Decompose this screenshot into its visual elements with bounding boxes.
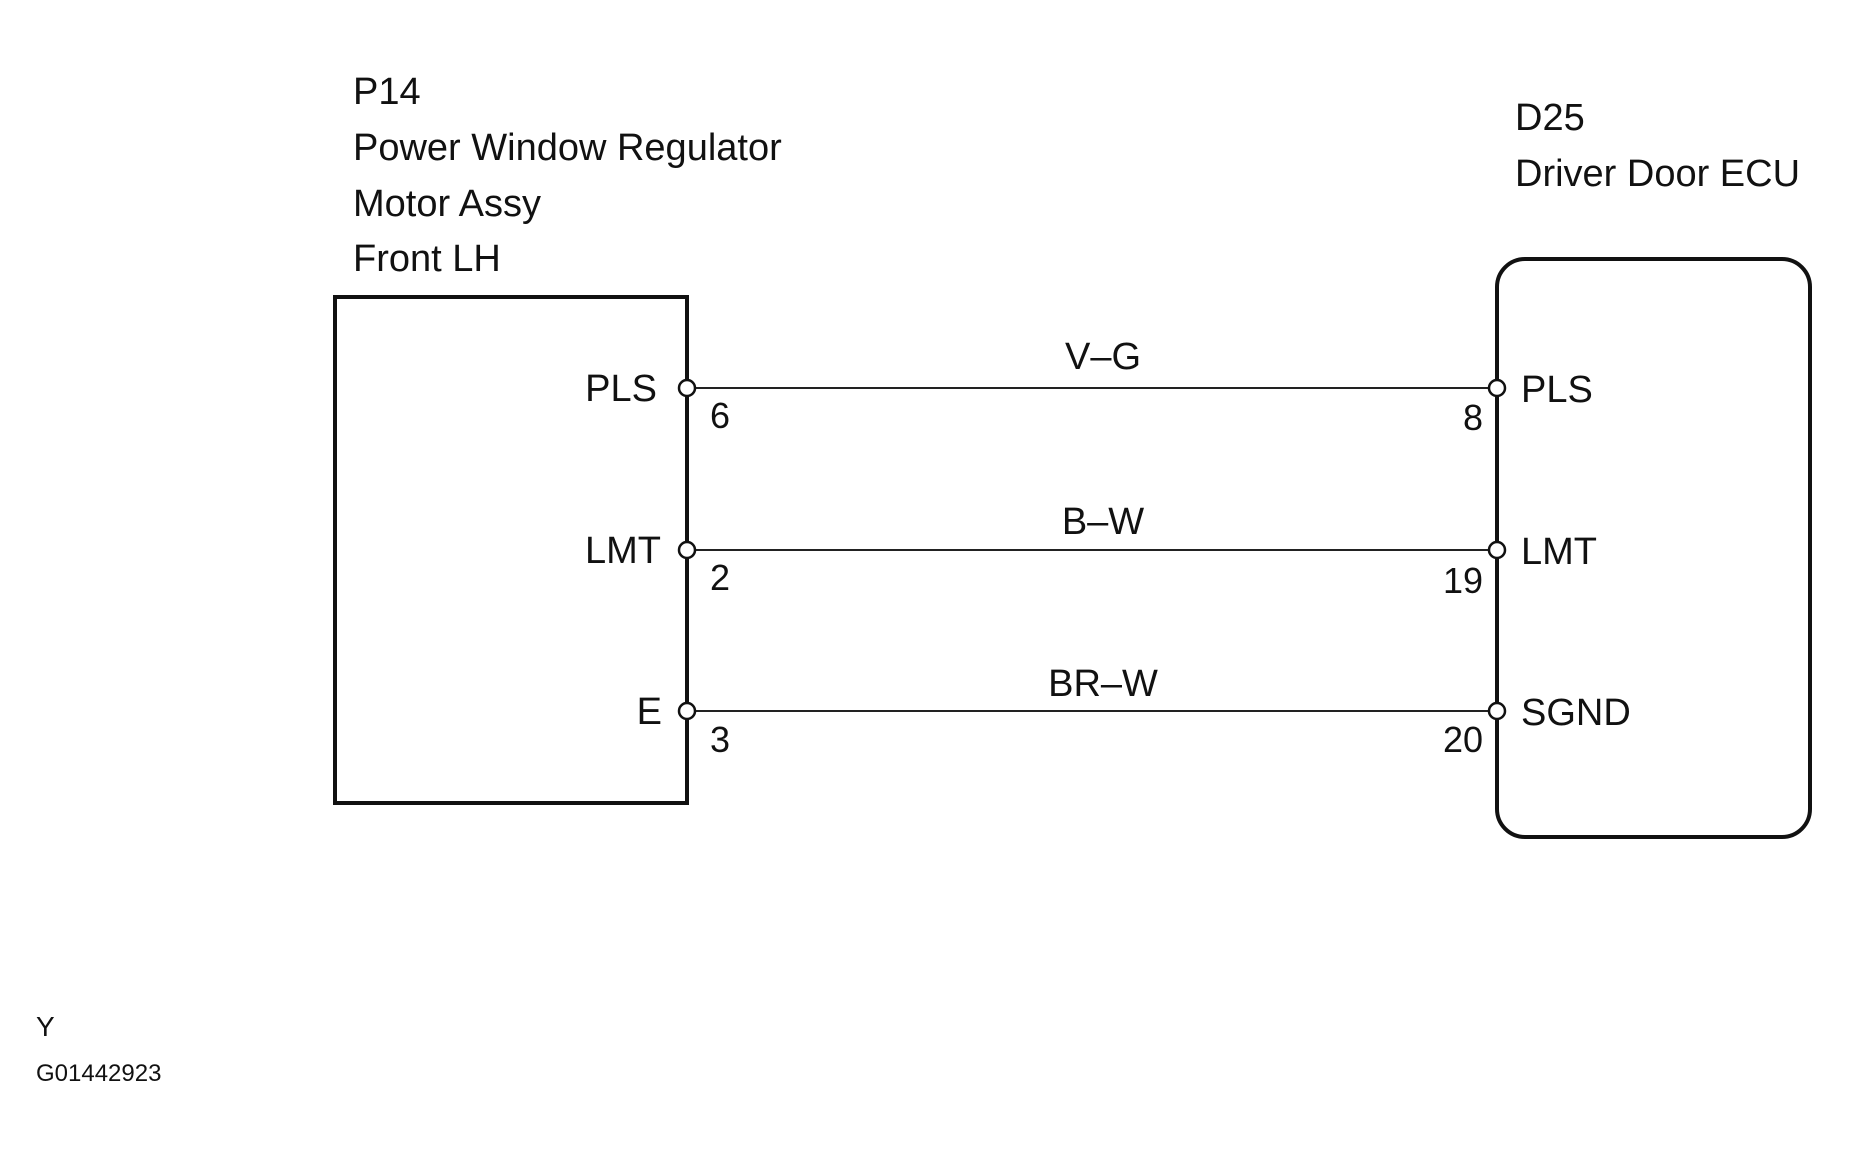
right-pin-number-3: 20 [1443, 719, 1483, 760]
left-pin-number-3: 3 [710, 719, 730, 760]
right-pin-label-1: PLS [1521, 369, 1593, 411]
right-pin-number-1: 8 [1463, 397, 1483, 438]
left-terminal-3 [677, 701, 697, 721]
left-component-name-line-1: Power Window Regulator [353, 127, 782, 169]
right-pin-label-3: SGND [1521, 692, 1631, 734]
wire-2-color-code: B–W [1062, 501, 1144, 543]
left-terminal-1 [677, 378, 697, 398]
right-component-code: D25 [1515, 97, 1585, 139]
right-terminal-3 [1487, 701, 1507, 721]
right-pin-label-2: LMT [1521, 531, 1597, 573]
right-component-header: D25 Driver Door ECU [1515, 97, 1800, 195]
left-component-code: P14 [353, 71, 421, 113]
wire-3-color-code: BR–W [1048, 663, 1158, 705]
right-component-name-line-1: Driver Door ECU [1515, 153, 1800, 195]
left-pin-label-1: PLS [585, 368, 657, 410]
wire-1-color-code: V–G [1065, 336, 1141, 378]
left-pin-number-1: 6 [710, 395, 730, 436]
right-terminal-2 [1487, 540, 1507, 560]
left-component-name-line-2: Motor Assy [353, 183, 541, 225]
left-pin-label-2: LMT [585, 530, 661, 572]
left-component-name-line-3: Front LH [353, 238, 501, 280]
left-terminal-2 [677, 540, 697, 560]
left-pin-label-3: E [637, 691, 662, 733]
figure-code: G01442923 [36, 1060, 161, 1087]
right-pin-number-2: 19 [1443, 560, 1483, 601]
left-component-header: P14 Power Window Regulator Motor Assy Fr… [353, 71, 782, 280]
right-terminal-1 [1487, 378, 1507, 398]
footer-letter: Y [36, 1011, 55, 1042]
left-pin-number-2: 2 [710, 557, 730, 598]
